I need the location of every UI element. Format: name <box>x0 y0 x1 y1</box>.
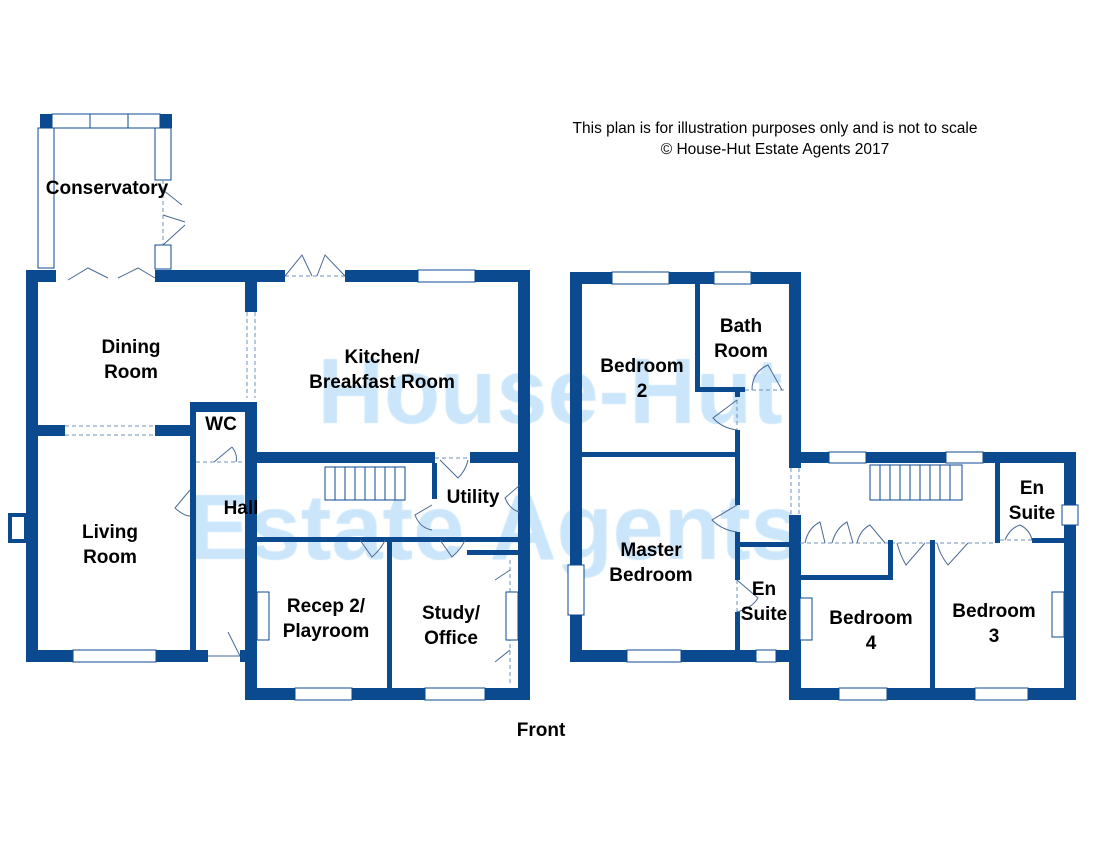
first-floor-walls <box>567 271 1079 701</box>
label-line: Bedroom <box>952 601 1036 622</box>
first-floor-stairs <box>869 464 963 501</box>
room-bedroom-2: Bedroom 2 <box>600 354 683 404</box>
label-line: Room <box>83 547 137 568</box>
front-label: Front <box>516 720 566 741</box>
label-line: Dining <box>101 337 161 358</box>
label-line: Recep 2/ <box>286 596 366 617</box>
label-line: En <box>751 579 777 600</box>
label-line: Bedroom <box>609 565 693 586</box>
label-line: Office <box>424 628 478 649</box>
label-line: En <box>1019 478 1045 499</box>
disclaimer-line2: © House-Hut Estate Agents 2017 <box>660 141 890 158</box>
label-line: 4 <box>865 633 877 654</box>
room-utility: Utility <box>446 487 500 508</box>
label-line: Living <box>82 522 138 543</box>
ground-floor-walls <box>8 113 530 701</box>
label-line: Breakfast Room <box>309 372 455 393</box>
room-kitchen: Kitchen/Breakfast Room <box>309 345 455 395</box>
room-conservatory: Conservatory <box>45 178 169 199</box>
label-line: Room <box>714 341 768 362</box>
label-line: Master <box>620 540 682 561</box>
label-line: Suite <box>740 604 788 625</box>
room-wc: WC <box>205 414 237 435</box>
label-line: Bedroom <box>600 356 684 377</box>
label-line: 3 <box>988 626 1000 647</box>
label-line: Room <box>104 362 158 383</box>
label-line: Suite <box>1008 503 1056 524</box>
label-line: Bedroom <box>829 608 913 629</box>
label-line: 2 <box>636 381 648 402</box>
ground-floor-stairs <box>324 466 406 501</box>
label-line: Study/ <box>421 603 481 624</box>
disclaimer: This plan is for illustration purposes o… <box>573 118 978 160</box>
room-bedroom-3: Bedroom 3 <box>952 599 1035 649</box>
room-study: Study/Office <box>422 601 480 651</box>
label-line: Kitchen/ <box>344 347 420 368</box>
label-line: Playroom <box>282 621 370 642</box>
room-recep: Recep 2/Playroom <box>283 594 370 644</box>
room-bedroom-4: Bedroom 4 <box>829 606 912 656</box>
room-hall: Hall <box>223 498 259 519</box>
disclaimer-line1: This plan is for illustration purposes o… <box>572 120 978 137</box>
label-line: Bath <box>719 316 763 337</box>
